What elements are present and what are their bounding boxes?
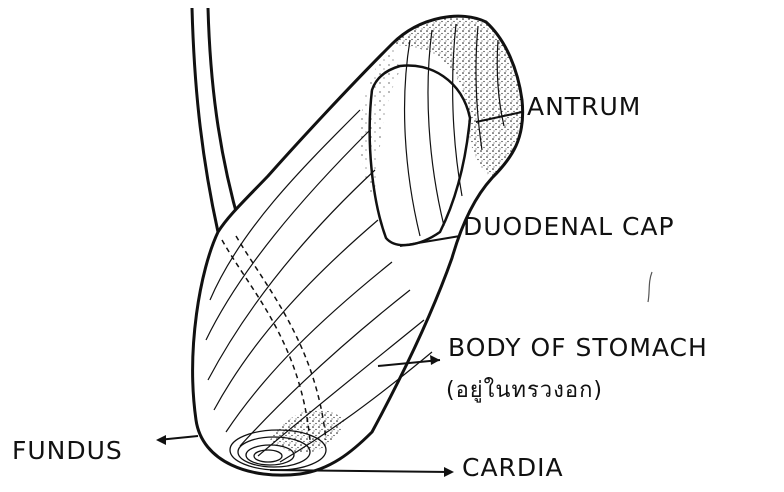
cardia-pointer-arrowhead <box>444 467 454 477</box>
label-cardia: CARDIA <box>462 453 564 482</box>
label-fundus: FUNDUS <box>12 436 123 465</box>
esophagus-outer-line <box>192 8 218 232</box>
label-duodenal-cap: DUODENAL CAP <box>463 212 675 241</box>
label-body-of-stomach: BODY OF STOMACH <box>448 333 708 362</box>
label-antrum: ANTRUM <box>527 92 641 121</box>
body-pointer-arrowhead <box>430 355 440 365</box>
stray-mark <box>648 272 652 302</box>
fundus-pointer-arrowhead <box>156 435 166 445</box>
label-body-of-stomach-thai: (อยู่ในทรวงอก) <box>446 372 603 407</box>
esophagus-inner-line <box>208 8 240 226</box>
